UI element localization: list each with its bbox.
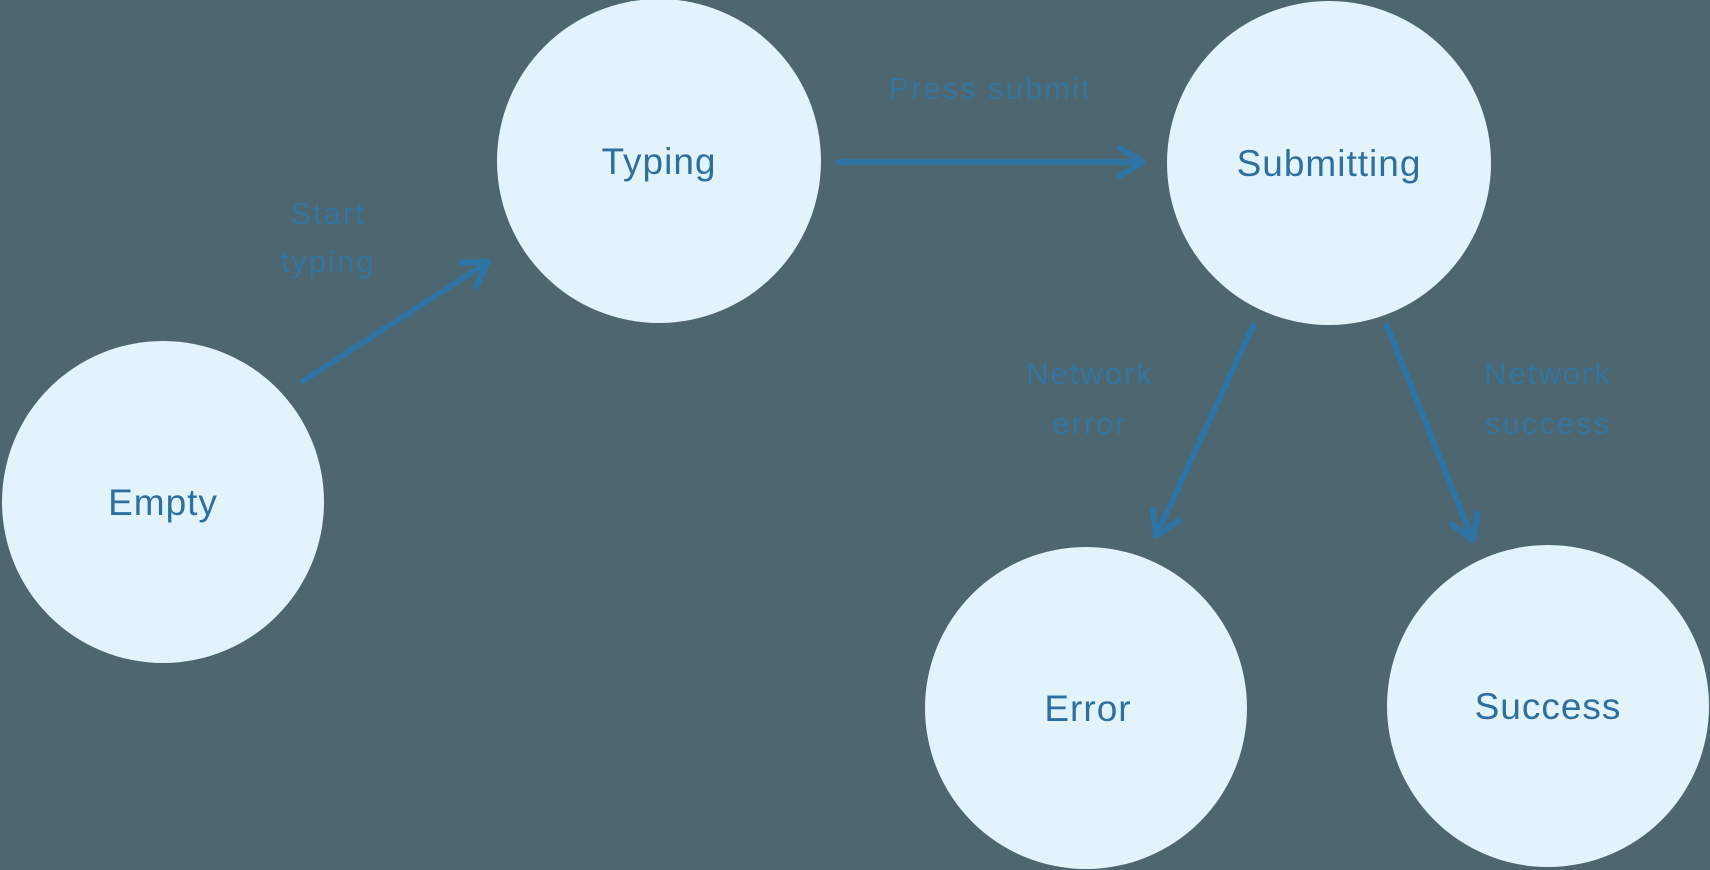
state-node-success: Success xyxy=(1387,545,1709,867)
transition-label-start-typing-line1: Start xyxy=(290,196,365,231)
state-label-submitting: Submitting xyxy=(1237,143,1422,184)
transition-label-start-typing-line2: typing xyxy=(281,244,376,279)
transition-label-network-success-line1: Network xyxy=(1484,356,1612,391)
transition-arrow-start-typing xyxy=(300,259,491,384)
state-circle-empty xyxy=(2,341,324,663)
state-label-error: Error xyxy=(1044,688,1131,729)
transition-label-network-success-line2: success xyxy=(1485,406,1611,441)
transition-label-network-error-line1: Network xyxy=(1026,356,1154,391)
state-node-error: Error xyxy=(925,547,1247,869)
transition-label-network-error-line2: error xyxy=(1052,406,1127,441)
state-node-submitting: Submitting xyxy=(1167,1,1491,325)
transition-submitting-success: Network success xyxy=(1384,323,1612,543)
state-circle-error xyxy=(925,547,1247,869)
state-circle-typing xyxy=(497,0,821,323)
state-label-typing: Typing xyxy=(601,141,716,182)
state-label-empty: Empty xyxy=(108,482,218,523)
state-label-success: Success xyxy=(1475,686,1622,727)
state-circle-submitting xyxy=(1167,1,1491,325)
transition-label-press-submit: Press submit xyxy=(888,71,1091,106)
state-node-typing: Typing xyxy=(497,0,821,323)
state-circle-success xyxy=(1387,545,1709,867)
transition-arrow-network-error xyxy=(1149,323,1256,539)
transition-empty-typing: Start typing xyxy=(281,196,491,384)
state-node-empty: Empty xyxy=(2,341,324,663)
transition-arrow-network-success xyxy=(1384,323,1481,543)
transition-typing-submitting: Press submit xyxy=(835,71,1146,179)
transition-submitting-error: Network error xyxy=(1026,323,1256,539)
